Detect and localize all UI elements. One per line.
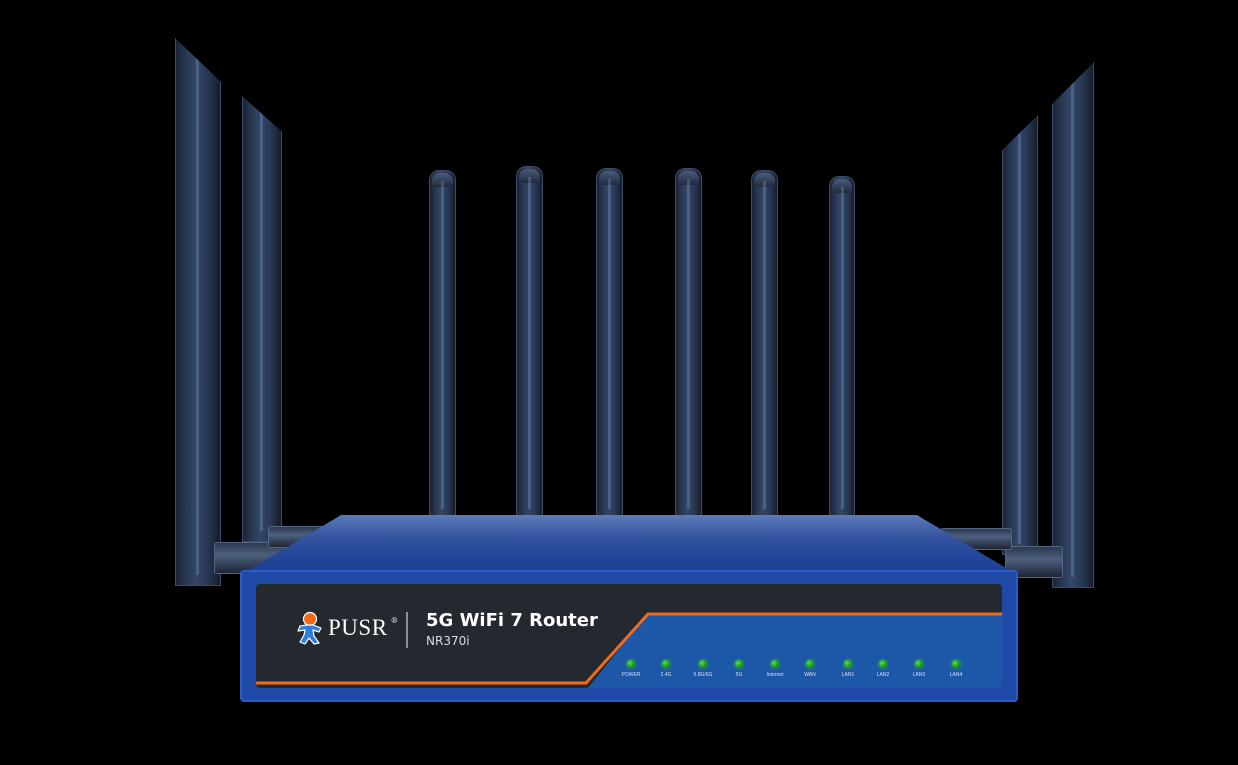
brand-name: PUSR [328, 615, 388, 640]
antenna-highlight [528, 177, 532, 509]
antenna-left-outer [175, 38, 221, 586]
led-label-5-8g-6g: 5.8G/6G [693, 672, 713, 678]
indicator-area [587, 613, 1002, 688]
logo-divider [406, 612, 408, 648]
antenna-cap [519, 169, 540, 183]
led-5g [735, 660, 743, 668]
antenna-highlight [441, 181, 445, 509]
led-label-lan2: LAN2 [876, 672, 890, 678]
led-label-power: POWER [621, 672, 641, 678]
antenna-right-inner [1002, 115, 1038, 555]
antenna-highlight [260, 107, 264, 531]
led-label-internet: Internet [766, 672, 784, 678]
led-label-5g: 5G [735, 672, 743, 678]
antenna-cap [432, 173, 453, 187]
led-lan3 [915, 660, 923, 668]
antenna-left-inner [242, 96, 282, 542]
router-top-surface [240, 515, 1018, 575]
antenna-top-2 [516, 166, 543, 520]
registered-mark: ® [391, 615, 398, 625]
product-title: 5G WiFi 7 Router [426, 610, 598, 631]
antenna-top-3 [596, 168, 623, 520]
led-label-lan4: LAN4 [949, 672, 963, 678]
antenna-cap [832, 179, 852, 193]
led-label-lan3: LAN3 [912, 672, 926, 678]
router-front-panel: PUSR ® 5G WiFi 7 Router NR370i POWER 2.4… [240, 570, 1018, 702]
antenna-top-4 [675, 168, 702, 520]
antenna-top-1 [429, 170, 456, 520]
led-lan2 [879, 660, 887, 668]
brand-logo: PUSR ® [294, 611, 397, 645]
antenna-highlight [687, 179, 691, 509]
led-wan [806, 660, 814, 668]
antenna-highlight [195, 49, 199, 575]
led-2-4g [662, 660, 670, 668]
orange-accent-line [256, 612, 1002, 685]
antenna-highlight [608, 179, 612, 509]
antenna-top-6 [829, 176, 855, 520]
antenna-highlight [763, 181, 767, 509]
led-label-lan1: LAN1 [841, 672, 855, 678]
led-internet [771, 660, 779, 668]
product-model: NR370i [426, 634, 470, 648]
antenna-cap [754, 173, 775, 187]
led-label-wan: WAN [804, 672, 816, 678]
front-label-panel: PUSR ® 5G WiFi 7 Router NR370i POWER 2.4… [256, 584, 1002, 688]
led-lan1 [844, 660, 852, 668]
antenna-cap [678, 171, 699, 185]
led-5-8g-6g [699, 660, 707, 668]
antenna-top-5 [751, 170, 778, 520]
led-label-2-4g: 2.4G [660, 672, 672, 678]
antenna-right-outer [1052, 62, 1094, 588]
antenna-highlight [1071, 73, 1074, 577]
antenna-highlight [1018, 126, 1022, 544]
antenna-highlight [840, 187, 844, 509]
pusr-mascot-icon [297, 611, 322, 645]
led-power [627, 660, 635, 668]
led-lan4 [952, 660, 960, 668]
antenna-cap [599, 171, 620, 185]
